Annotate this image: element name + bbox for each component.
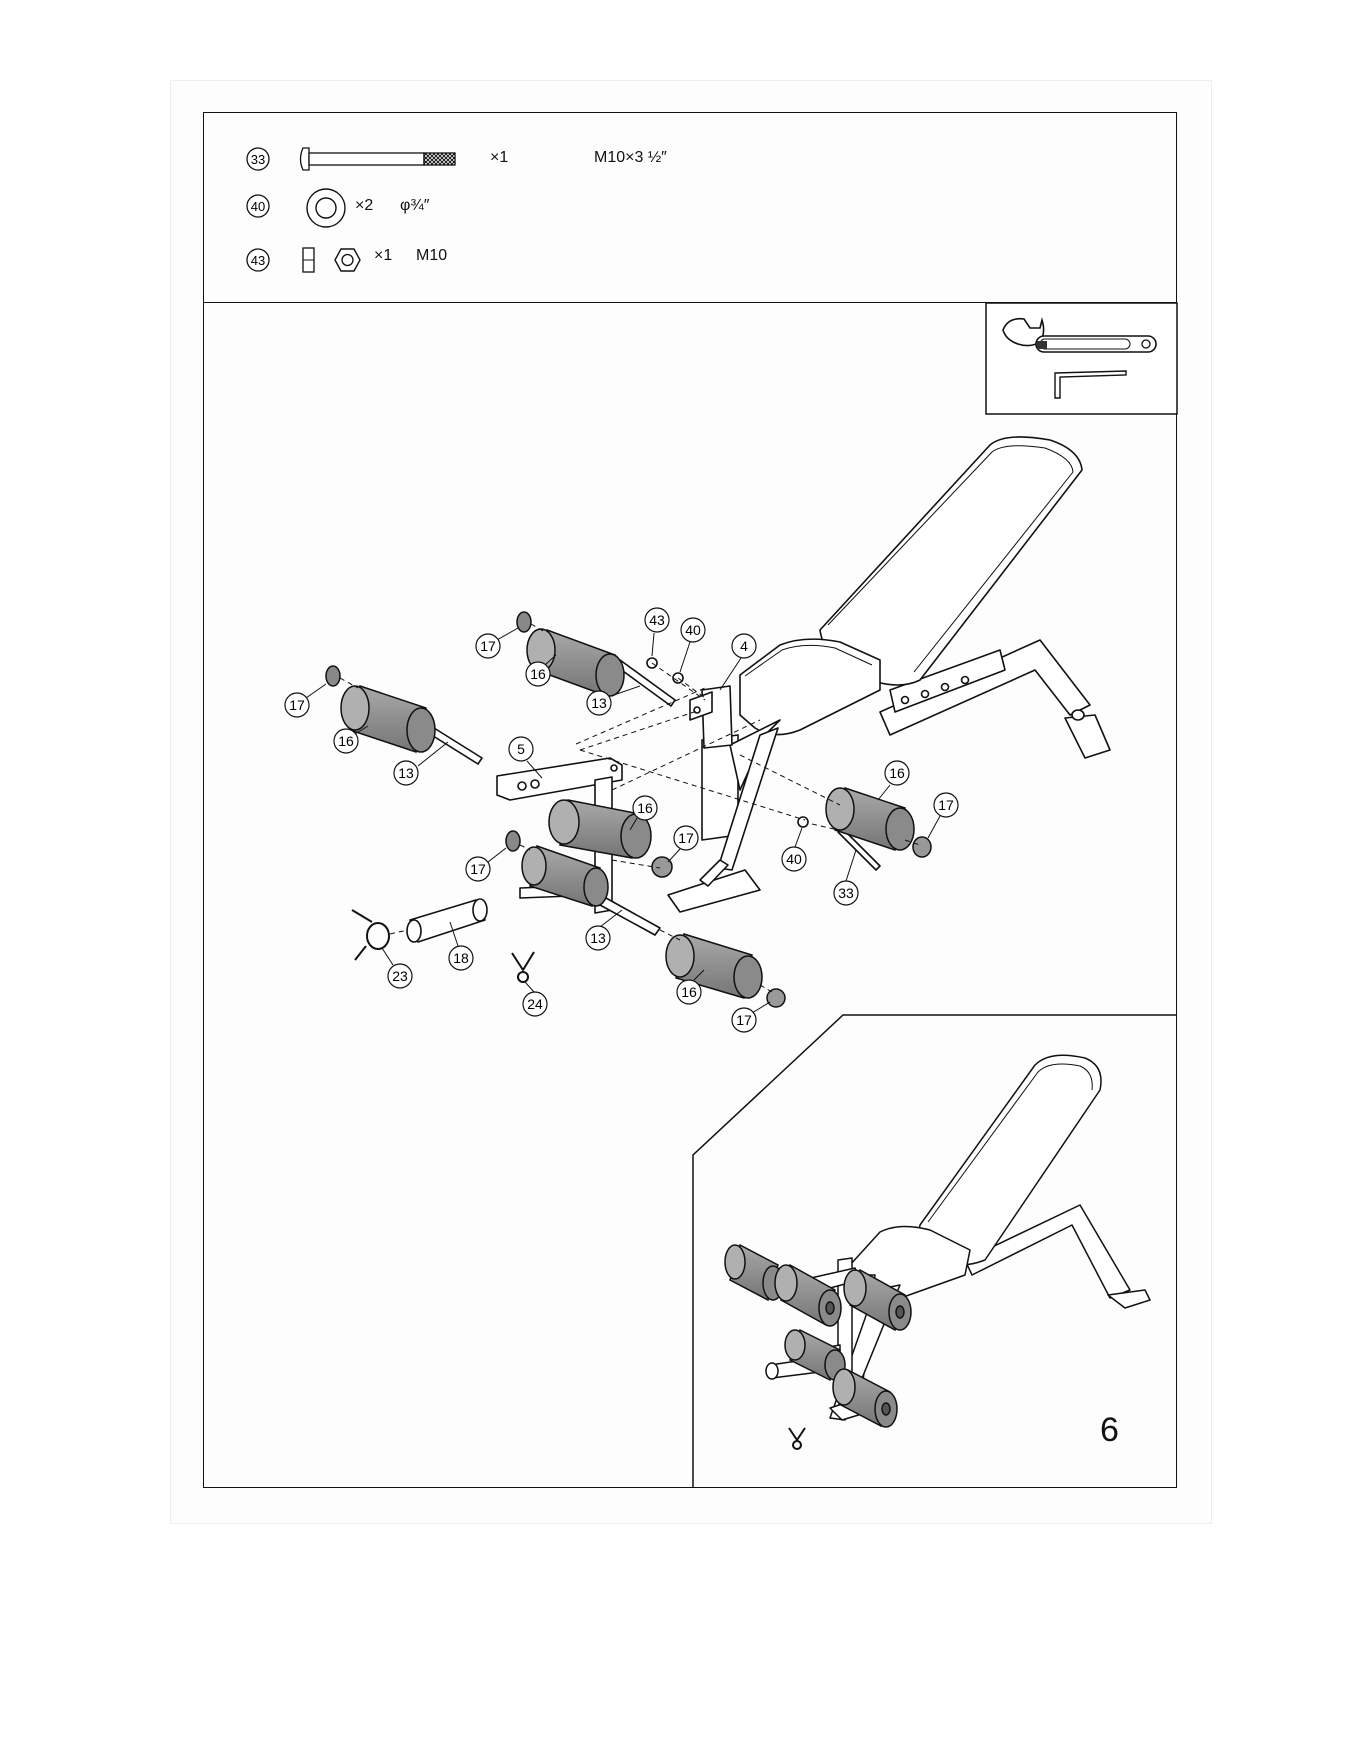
svg-text:13: 13	[591, 695, 607, 711]
svg-text:16: 16	[681, 984, 697, 1000]
step-number: 6	[1100, 1410, 1119, 1450]
svg-text:17: 17	[938, 797, 954, 813]
svg-text:5: 5	[517, 741, 525, 757]
svg-text:4: 4	[740, 638, 748, 654]
part-43-id: 43	[251, 253, 265, 268]
callout-40-b: 40	[782, 828, 806, 871]
svg-text:17: 17	[736, 1012, 752, 1028]
bench-assembly-exploded	[352, 437, 1110, 982]
svg-text:17: 17	[480, 638, 496, 654]
svg-text:24: 24	[527, 996, 543, 1012]
svg-text:13: 13	[398, 765, 414, 781]
callout-18: 18	[449, 922, 473, 970]
callout-33: 33	[834, 850, 858, 905]
callout-13-c: 13	[586, 910, 622, 950]
callout-16-d: 16	[878, 761, 909, 800]
callout-17-f: 17	[732, 1002, 770, 1032]
svg-text:17: 17	[289, 697, 305, 713]
svg-text:17: 17	[678, 830, 694, 846]
svg-text:43: 43	[649, 612, 665, 628]
callout-23: 23	[382, 948, 412, 988]
inset-clip-icon	[789, 1428, 805, 1449]
callout-40-a: 40	[680, 618, 705, 672]
svg-text:16: 16	[530, 666, 546, 682]
svg-text:33: 33	[838, 885, 854, 901]
svg-text:13: 13	[590, 930, 606, 946]
svg-text:16: 16	[637, 800, 653, 816]
washer-icon	[307, 189, 345, 227]
callout-24: 24	[523, 982, 547, 1016]
svg-text:23: 23	[392, 968, 408, 984]
callout-17-c: 17	[668, 826, 698, 862]
svg-text:40: 40	[786, 851, 802, 867]
callout-17-d: 17	[928, 793, 958, 838]
svg-text:16: 16	[338, 733, 354, 749]
part-43-badge: 43	[247, 249, 269, 271]
svg-text:17: 17	[470, 861, 486, 877]
svg-text:16: 16	[889, 765, 905, 781]
nut-icon	[303, 248, 360, 272]
bolt-icon	[301, 148, 456, 170]
svg-text:40: 40	[685, 622, 701, 638]
callout-17-e: 17	[466, 848, 506, 881]
part-33-id: 33	[251, 152, 265, 167]
callout-43: 43	[645, 608, 669, 656]
svg-text:18: 18	[453, 950, 469, 966]
callout-17-b: 17	[285, 684, 326, 717]
part-33-badge: 33	[247, 148, 269, 170]
part-40-id: 40	[251, 199, 265, 214]
part-40-badge: 40	[247, 195, 269, 217]
callout-17-a: 17	[476, 628, 518, 658]
